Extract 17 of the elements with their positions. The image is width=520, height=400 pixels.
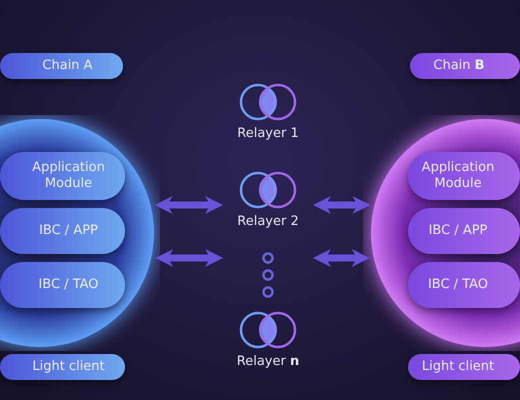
relayer-label: Relayer 2 xyxy=(237,214,299,229)
module-pill: IBC / TAO xyxy=(408,262,520,308)
chain-label-pill: Chain A xyxy=(0,53,123,79)
module-pill: Application Module xyxy=(0,152,125,200)
module-pill: IBC / APP xyxy=(408,208,520,254)
module-pill: IBC / APP xyxy=(0,208,125,254)
light-client-pill: Light client xyxy=(408,354,520,380)
double-arrow xyxy=(155,249,223,267)
relayer-label: Relayer 1 xyxy=(237,126,299,141)
double-arrow xyxy=(313,249,370,267)
double-arrow xyxy=(154,196,223,214)
module-pill: IBC / TAO xyxy=(0,262,125,308)
relayer-label: Relayer n xyxy=(236,354,300,369)
light-client-pill: Light client xyxy=(0,354,125,380)
chain-label-pill: Chain B xyxy=(410,53,520,79)
module-pill: Application Module xyxy=(408,152,520,200)
double-arrow xyxy=(313,196,370,214)
